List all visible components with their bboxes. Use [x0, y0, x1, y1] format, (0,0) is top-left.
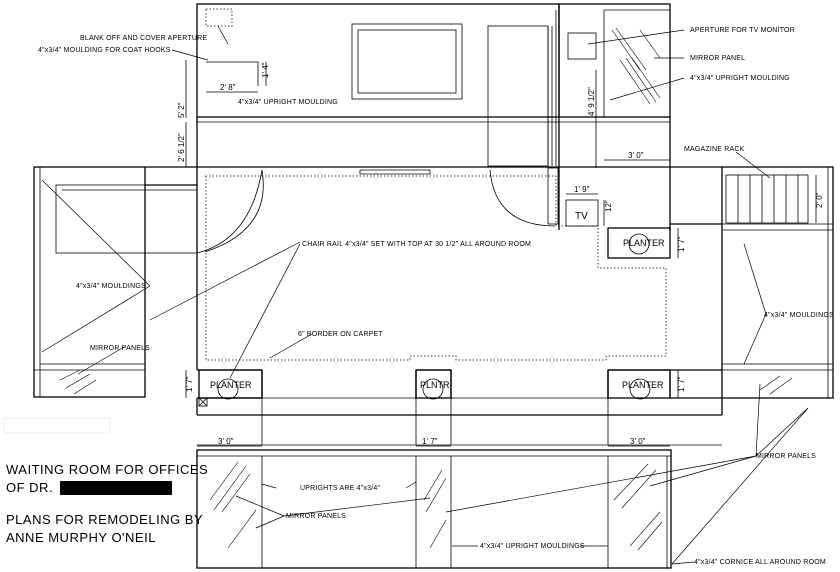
tv-label: TV — [575, 211, 588, 222]
dim-1-9: 1' 9" — [574, 185, 590, 194]
label-mirror-panel-tr: MIRROR PANEL — [690, 55, 745, 62]
right-elevation — [721, 166, 834, 399]
planter-label-bottom-left: PLANTER — [210, 380, 252, 390]
planter-label-top-right: PLANTER — [623, 238, 665, 248]
dim-2-6-half: 2' 6 1/2" — [177, 133, 186, 162]
dim-2-0: 2' 0" — [815, 192, 824, 208]
dim-3-0-top: 3' 0" — [628, 151, 644, 160]
window-frame — [351, 23, 463, 100]
label-cornice: 4"x3/4" CORNICE ALL AROUND ROOM — [694, 559, 826, 566]
dim-1-7-tr: 1' 7" — [677, 236, 686, 252]
title-line-1: WAITING ROOM FOR OFFICES — [6, 462, 208, 477]
dim-1-7-left: 1' 7" — [185, 376, 194, 392]
planter-label-bottom-middle: PLNTR — [420, 380, 450, 390]
title-line-2: OF DR. — [6, 480, 53, 495]
magazine-rack — [725, 174, 809, 224]
dimension-lines — [185, 60, 817, 447]
title-line-3: PLANS FOR REMODELING BY — [6, 512, 203, 527]
mirror-hatch-left — [59, 369, 97, 395]
label-uprights: UPRIGHTS ARE 4"x3/4" — [300, 485, 380, 492]
dim-1-7-right: 1' 7" — [677, 376, 686, 392]
planter-top-right — [607, 227, 671, 259]
dim-12: 12" — [604, 200, 613, 212]
dim-3-0-bl: 3' 0" — [218, 437, 234, 446]
label-mirror-panels-left: MIRROR PANELS — [90, 345, 150, 352]
label-border-carpet: 6" BORDER ON CARPET — [298, 331, 383, 338]
mirror-hatch-tr — [611, 27, 661, 105]
planter-bottom-right — [607, 369, 671, 399]
dim-1-7-bm: 1' 7" — [422, 437, 438, 446]
mirror-hatch-bottom — [209, 461, 663, 551]
door-panel — [487, 25, 549, 167]
bench-left — [55, 184, 198, 254]
dim-1-4: 1' 4" — [261, 62, 270, 78]
planter-bottom-left — [198, 369, 263, 399]
blank-off-aperture — [205, 8, 233, 27]
label-mouldings-left: 4"x3/4" MOULDINGS — [76, 283, 146, 290]
dim-5-2: 5' 2" — [177, 102, 186, 118]
redaction-bar — [60, 481, 172, 495]
label-blank-off: BLANK OFF AND COVER APERTURE — [80, 35, 207, 42]
door-swing-left — [204, 169, 264, 253]
bottom-elevation — [196, 449, 672, 569]
label-coat-hooks: 4"x3/4" MOULDING FOR COAT HOOKS — [38, 47, 171, 54]
dim-3-0-br: 3' 0" — [630, 437, 646, 446]
carpet-border — [205, 175, 667, 361]
title-line-4: ANNE MURPHY O'NEIL — [6, 530, 156, 545]
top-right-elevation — [558, 3, 671, 168]
label-aperture-tv: APERTURE FOR TV MONITOR — [690, 27, 795, 34]
label-magazine-rack: MAGAZINE RACK — [684, 146, 745, 153]
leader-lines — [41, 25, 809, 565]
top-elevation — [196, 3, 560, 168]
label-upright-moulding-top: 4"x3/4" UPRIGHT MOULDING — [238, 99, 338, 106]
label-upright-mouldings-bottom: 4"x3/4" UPRIGHT MOULDINGS — [480, 543, 585, 550]
planter-label-bottom-right: PLANTER — [622, 380, 664, 390]
coat-hook-moulding — [206, 61, 259, 86]
mirror-hatch-right — [759, 375, 793, 395]
label-mirror-panels-bottom: MIRROR PANELS — [286, 513, 346, 520]
label-mirror-panels-right: MIRROR PANELS — [756, 453, 816, 460]
planter-bottom-middle — [415, 369, 452, 399]
annotations: BLANK OFF AND COVER APERTURE 4"x3/4" MOU… — [38, 27, 834, 566]
title-block: WAITING ROOM FOR OFFICES OF DR. PLANS FO… — [3, 417, 208, 545]
label-mouldings-right: 4"x3/4" MOULDINGS — [764, 312, 834, 319]
label-upright-moulding-tr: 4"x3/4" UPRIGHT MOULDING — [690, 75, 790, 82]
left-elevation — [33, 166, 263, 398]
tv-box — [565, 199, 599, 227]
door-swing-right — [489, 169, 556, 227]
room-plan — [145, 166, 723, 446]
label-chair-rail: CHAIR RAIL 4"x3/4" SET WITH TOP AT 30 1/… — [302, 241, 531, 248]
dim-4-9-half: 4' 9 1/2" — [587, 87, 596, 116]
dim-2-8: 2' 8" — [220, 83, 236, 92]
tv-aperture — [567, 32, 597, 60]
